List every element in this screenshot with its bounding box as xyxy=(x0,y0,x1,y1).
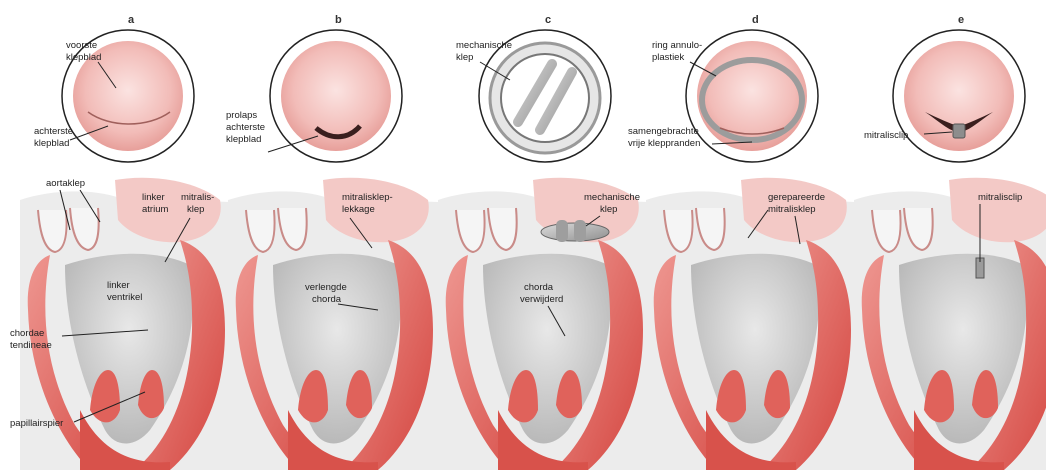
label-klepblad-1: klepblad xyxy=(66,52,101,63)
label-atrium: atrium xyxy=(142,204,168,215)
label-mitralisclip-top: mitralisclip xyxy=(864,130,908,141)
label-chorda-b: chorda xyxy=(312,294,342,305)
valve-view-b xyxy=(270,30,402,162)
label-verlengde: verlengde xyxy=(305,282,347,293)
label-mitralisclip-bottom: mitralisclip xyxy=(978,192,1022,203)
label-klepblad-2: klepblad xyxy=(34,138,69,149)
label-klep-top-c: klep xyxy=(456,52,473,63)
label-chordae: chordae xyxy=(10,328,44,339)
label-mitralis: mitralis- xyxy=(181,192,214,203)
panel-c: mechanische klep mechanische klep chorda… xyxy=(438,30,648,470)
label-klep: klep xyxy=(187,204,204,215)
panel-b: prolaps achterste klepblad mitralisklep-… xyxy=(226,30,438,470)
label-ventrikel: ventrikel xyxy=(107,292,142,303)
label-chorda-c: chorda xyxy=(524,282,554,293)
label-linker-2: linker xyxy=(107,280,130,291)
panel-letter-d: d xyxy=(752,14,759,26)
label-gerepareerde: gerepareerde xyxy=(768,192,825,203)
panel-letter-b: b xyxy=(335,14,342,26)
label-aortaklep: aortaklep xyxy=(46,178,85,189)
label-voorste: voorste xyxy=(66,40,97,51)
label-gerepareerde-mitralisklep: mitralisklep xyxy=(768,204,816,215)
label-plastiek: plastiek xyxy=(652,52,684,63)
label-klep-bottom-c: klep xyxy=(600,204,617,215)
label-achterste: achterste xyxy=(34,126,73,137)
valve-view-e xyxy=(893,30,1025,162)
label-linker-1: linker xyxy=(142,192,165,203)
label-ring-annulo: ring annulo- xyxy=(652,40,702,51)
label-mitralisklep-lekkage: mitralisklep- xyxy=(342,192,393,203)
panel-a: voorste klepblad achterste klepblad aort… xyxy=(10,30,230,470)
label-lekkage: lekkage xyxy=(342,204,375,215)
label-prolaps: prolaps xyxy=(226,110,257,121)
label-mechanische-top: mechanische xyxy=(456,40,512,51)
panel-d: ring annulo- plastiek samengebrachte vri… xyxy=(628,30,856,470)
panel-letter-a: a xyxy=(128,14,135,26)
panel-e: mitralisclip mitralisclip xyxy=(854,30,1046,470)
panel-letter-e: e xyxy=(958,14,964,26)
label-verwijderd: verwijderd xyxy=(520,294,563,305)
label-papillairspier: papillairspier xyxy=(10,418,63,429)
label-samengebrachte: samengebrachte xyxy=(628,126,699,137)
label-vrije-kleppranden: vrije kleppranden xyxy=(628,138,700,149)
label-achterste-b: achterste xyxy=(226,122,265,133)
panel-letter-c: c xyxy=(545,14,551,26)
label-mechanische-bottom: mechanische xyxy=(584,192,640,203)
label-tendineae: tendineae xyxy=(10,340,52,351)
label-klepblad-b: klepblad xyxy=(226,134,261,145)
